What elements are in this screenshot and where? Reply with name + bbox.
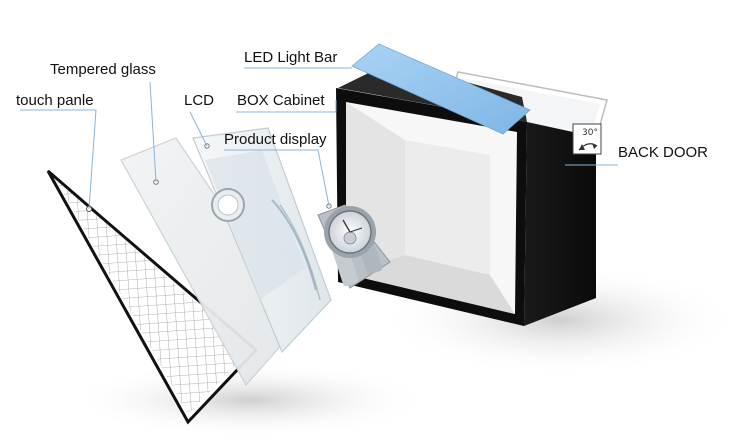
back-door-label: BACK DOOR bbox=[618, 144, 709, 161]
lcd-label: LCD bbox=[184, 92, 215, 109]
tempered-glass-label: Tempered glass bbox=[50, 61, 156, 78]
product-display-label: Product display bbox=[224, 131, 327, 148]
leader-lines bbox=[20, 67, 618, 210]
panel-shadow bbox=[70, 362, 430, 438]
led-light-bar bbox=[351, 43, 531, 135]
product-watch bbox=[317, 203, 391, 289]
touch-panel-label: touch panle bbox=[16, 92, 94, 109]
door-angle-indicator bbox=[572, 123, 602, 155]
lcd-panel bbox=[192, 127, 332, 354]
led-light-bar-label: LED Light Bar bbox=[244, 49, 338, 66]
box-cabinet-label: BOX Cabinet bbox=[237, 92, 325, 109]
door-angle-label: 30° bbox=[582, 128, 598, 138]
